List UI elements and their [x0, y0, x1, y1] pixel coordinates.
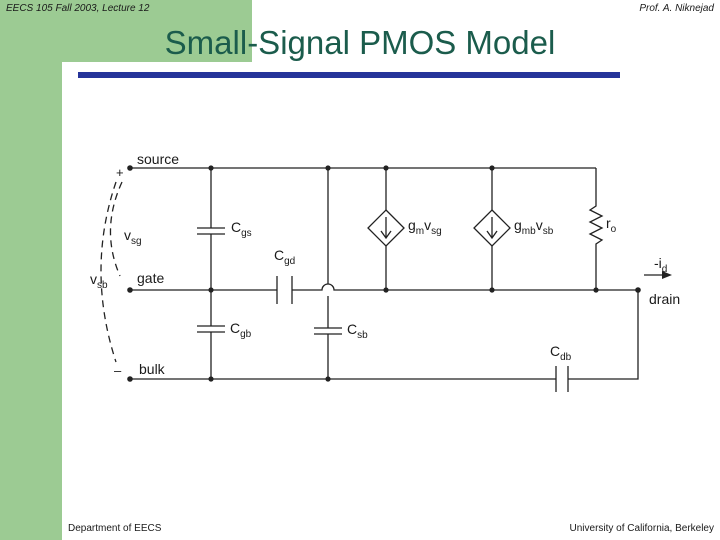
gm-arrow: [380, 217, 392, 240]
cgb-label: Cgb: [230, 320, 252, 340]
bulk-terminal: [127, 376, 133, 382]
gate-terminal: [127, 287, 133, 293]
cdb-label: Cdb: [550, 343, 572, 363]
cgs-label: Cgs: [231, 219, 252, 239]
current-arrow-head: [662, 271, 672, 279]
junction-dot: [208, 376, 214, 382]
university-footer: University of California, Berkeley: [569, 523, 715, 534]
source-label: source: [137, 151, 179, 167]
junction-dot: [325, 376, 331, 382]
bulk-label: bulk: [139, 361, 166, 377]
gm-label: gmvsg: [408, 217, 442, 237]
minus-sign: –: [114, 363, 122, 378]
gm-diamond: [367, 209, 405, 247]
gmb-diamond: [473, 209, 511, 247]
vsb-bracket: [100, 181, 117, 363]
course-header: EECS 105 Fall 2003, Lecture 12: [6, 3, 150, 14]
cgd-label: Cgd: [274, 247, 295, 267]
drain-terminal: [635, 287, 641, 293]
gmb-arrow: [486, 217, 498, 240]
source-terminal: [127, 165, 133, 171]
drain-label: drain: [649, 291, 680, 307]
accent-bar-top: [0, 0, 252, 62]
csb-label: Csb: [347, 321, 368, 341]
gate-wire: [130, 283, 636, 291]
ro-label: ro: [606, 215, 617, 235]
author-header: Prof. A. Niknejad: [639, 3, 714, 14]
junction-dot: [489, 287, 495, 293]
gmb-label: gmbvsb: [514, 217, 554, 237]
content-corner: [62, 62, 102, 102]
accent-bar-left: [0, 0, 62, 540]
junction-dot: [383, 165, 389, 171]
vsb-label: vsb: [90, 271, 108, 291]
slide-title: Small-Signal PMOS Model: [164, 24, 556, 61]
gate-label: gate: [137, 270, 164, 286]
title-rule: [78, 72, 620, 78]
junction-dot: [208, 287, 214, 293]
bulk-wire: [130, 290, 639, 380]
department-footer: Department of EECS: [68, 523, 162, 534]
ro-resistor: [588, 168, 604, 290]
vsg-bracket: [109, 181, 123, 277]
junction-dot: [325, 165, 331, 171]
id-label: -id: [654, 255, 667, 275]
junction-dot: [383, 287, 389, 293]
junction-dot: [489, 165, 495, 171]
vsg-label: vsg: [124, 227, 142, 247]
plus-sign: +: [116, 165, 124, 180]
junction-dot: [593, 287, 599, 293]
junction-dot: [208, 165, 214, 171]
